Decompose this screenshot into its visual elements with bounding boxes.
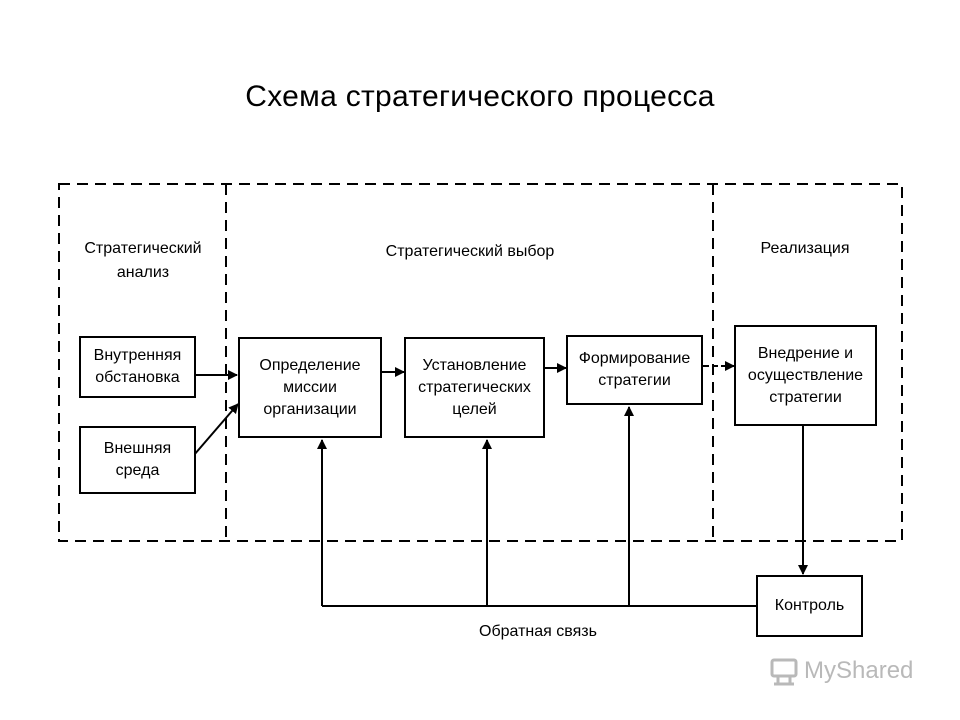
box-goals-label: Установление стратегических целей: [418, 356, 531, 418]
arrow-external-to-mission: [193, 403, 239, 456]
box-mission-label: Определение миссии организации: [259, 356, 361, 418]
box-implementation-label: Внедрение и осуществление стратегии: [747, 344, 864, 406]
watermark: MyShared: [770, 656, 913, 686]
box-goals: Установление стратегических целей: [404, 337, 545, 438]
watermark-text: MyShared: [804, 657, 914, 684]
box-control: Контроль: [756, 575, 863, 637]
box-strategy: Формирование стратегии: [566, 335, 703, 405]
slide-title: Схема стратегического процесса: [245, 80, 715, 113]
zone-label-choice: Стратегический выбор: [385, 243, 555, 260]
box-external-label: Внешняя среда: [103, 440, 172, 479]
box-implementation: Внедрение и осуществление стратегии: [734, 325, 877, 426]
zone-label-analysis: Стратегический анализ: [84, 240, 202, 281]
box-external-environment: Внешняя среда: [79, 426, 196, 494]
zone-label-implementation: Реализация: [760, 240, 850, 257]
box-strategy-label: Формирование стратегии: [578, 350, 691, 389]
box-control-label: Контроль: [774, 597, 845, 614]
box-internal-label: Внутренняя обстановка: [93, 347, 182, 386]
myshared-logo-icon: [770, 656, 798, 686]
box-mission: Определение миссии организации: [238, 337, 382, 438]
box-internal-environment: Внутренняя обстановка: [79, 336, 196, 398]
feedback-label: Обратная связь: [479, 623, 597, 640]
dashed-outer-frame: [58, 183, 903, 542]
